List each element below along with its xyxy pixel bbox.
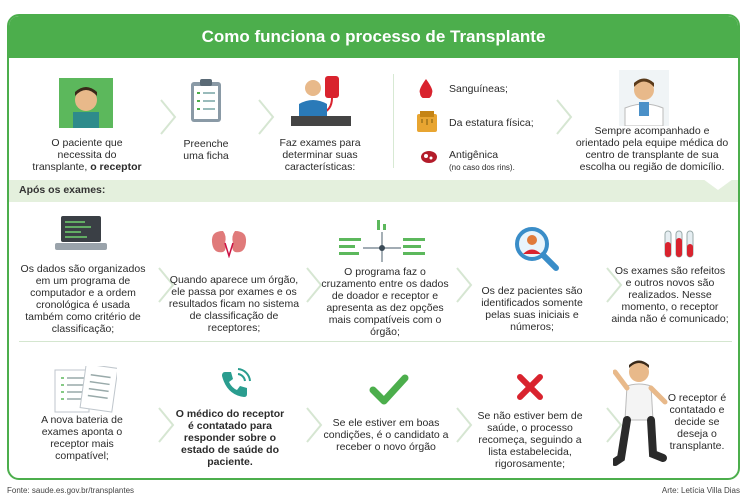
criterion-blood: Sanguíneas; bbox=[449, 83, 508, 95]
cross-icon bbox=[517, 374, 543, 400]
clipboard-icon bbox=[191, 79, 221, 122]
computer-icon bbox=[55, 216, 107, 250]
step-receptor-decides: O receptor é contatado e decide se desej… bbox=[667, 392, 727, 452]
checkmark-icon bbox=[369, 374, 409, 405]
kidney-icon bbox=[211, 231, 247, 258]
happy-receptor-icon bbox=[613, 360, 668, 466]
ruler-icon bbox=[417, 111, 437, 132]
chevron-icon bbox=[455, 266, 473, 304]
matching-icon bbox=[339, 220, 425, 262]
chevron-icon bbox=[605, 406, 623, 444]
test-tubes-icon bbox=[664, 230, 694, 258]
patient-icon bbox=[59, 78, 113, 128]
chevron-icon bbox=[455, 406, 473, 444]
chevron-icon bbox=[159, 98, 177, 136]
step-retests: Os exames são refeitos e outros novos sã… bbox=[611, 265, 729, 325]
chevron-icon bbox=[157, 406, 175, 444]
step-guidance: Sempre acompanhado e orientado pela equi… bbox=[575, 125, 729, 173]
criterion-antigen: Antigênica(no caso dos rins). bbox=[449, 149, 515, 172]
chevron-icon bbox=[555, 98, 573, 136]
band-arrow-icon bbox=[703, 179, 733, 190]
page-title: Como funciona o processo de Transplante bbox=[9, 16, 738, 58]
blood-test-icon bbox=[291, 76, 351, 126]
chevron-icon bbox=[605, 266, 623, 304]
step-restart: Se não estiver bem de saúde, o processo … bbox=[477, 410, 583, 470]
doctor-icon bbox=[619, 70, 669, 126]
magnifier-icon bbox=[515, 227, 559, 271]
step-organ-exams: Quando aparece um órgão, ele passa por e… bbox=[168, 274, 300, 334]
chevron-icon bbox=[157, 266, 175, 304]
section-label: Após os exames: bbox=[19, 184, 106, 196]
phone-icon bbox=[222, 368, 251, 397]
section-band bbox=[9, 180, 738, 202]
divider bbox=[393, 74, 394, 168]
infographic-frame: Como funciona o processo de Transplante … bbox=[7, 14, 740, 480]
step-matching: O programa faz o cruzamento entre os dad… bbox=[321, 266, 449, 338]
step-top-ten: Os dez pacientes são identificados somen… bbox=[481, 285, 583, 333]
blood-drop-icon bbox=[419, 79, 433, 98]
credit-note: Arte: Letícia Villa Dias bbox=[661, 486, 740, 495]
source-note: Fonte: saude.es.gov.br/transplantes bbox=[7, 486, 135, 495]
step-patient: O paciente que necessita do transplante,… bbox=[32, 137, 142, 173]
step-doctor-contacted: O médico do receptor é contatado para re… bbox=[175, 408, 285, 468]
criterion-stature: Da estatura física; bbox=[449, 117, 534, 129]
step-exams: Faz exames para determinar suas caracter… bbox=[279, 137, 361, 173]
antigen-icon bbox=[421, 151, 437, 163]
documents-icon bbox=[54, 366, 117, 413]
chevron-icon bbox=[305, 266, 323, 304]
step-good-condition: Se ele estiver em boas condições, é o ca… bbox=[323, 417, 449, 453]
chevron-icon bbox=[257, 98, 275, 136]
step-form: Preenche uma ficha bbox=[183, 138, 229, 162]
step-data-organized: Os dados são organizados em um programa … bbox=[20, 263, 146, 335]
step-new-exams: A nova bateria de exames aponta o recept… bbox=[41, 414, 123, 462]
chevron-icon bbox=[305, 406, 323, 444]
divider bbox=[19, 341, 732, 342]
